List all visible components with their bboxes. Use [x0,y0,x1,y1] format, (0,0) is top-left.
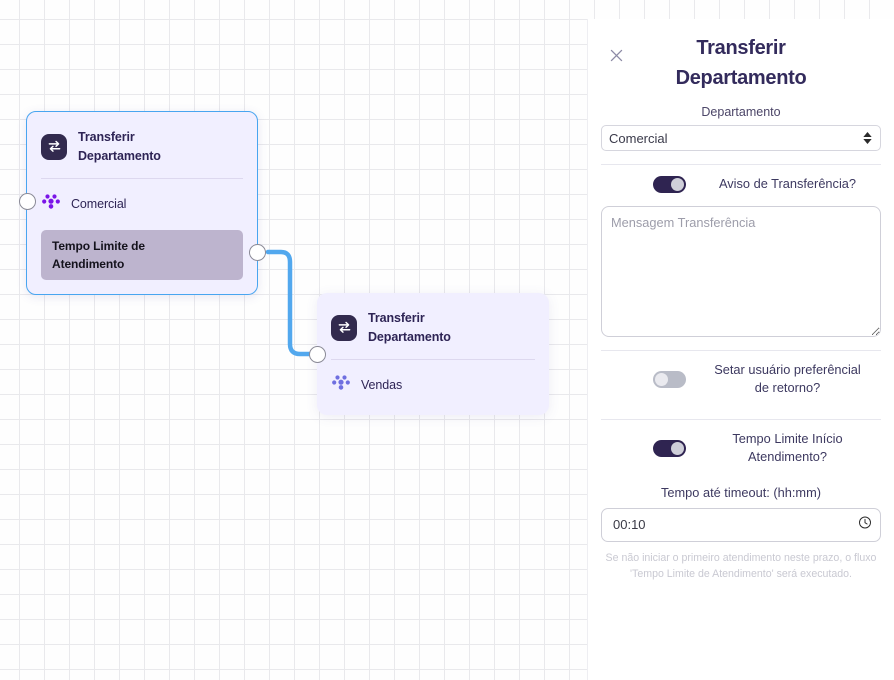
node-title-line2: Departamento [368,329,451,344]
panel-title-line2: Departamento [675,67,807,89]
node-department-label: Comercial [71,196,127,211]
department-select[interactable]: Comercial [601,125,881,151]
node-header: Transferir Departamento [27,112,257,178]
node-department-row: Comercial [27,179,257,228]
aviso-transferencia-label: Aviso de Transferência? [718,176,857,191]
department-select-wrap: Comercial [601,125,881,151]
node-department-row: Vendas [317,360,549,409]
mensagem-transferencia-textarea[interactable] [601,205,881,337]
setar-usuario-label-line2: de retorno? [754,380,821,396]
node-title-line1: Transferir [368,311,425,325]
timeout-input-wrap [601,507,881,542]
setar-usuario-toggle[interactable] [653,370,686,388]
divider-1 [601,164,881,165]
node-input-port[interactable] [18,193,36,210]
group-dots-icon [41,191,61,216]
tempo-limite-inicio-label: Tempo Limite Início Atendimento? [700,430,881,467]
node-chip-tempo-limite[interactable]: Tempo Limite de Atendimento [41,230,243,280]
setar-usuario-row: Setar usuário preferêncial de retorno? [601,351,881,406]
transfer-icon [41,133,67,160]
node-title: Transferir Departamento [368,309,451,346]
tempo-limite-inicio-row: Tempo Limite Início Atendimento? [601,420,881,475]
timeout-input[interactable] [601,507,881,542]
node-header: Transferir Departamento [317,293,549,359]
transfer-icon [331,314,357,341]
chip-line1: Tempo Limite de [52,239,145,253]
aviso-transferencia-toggle[interactable] [653,175,686,193]
node-transferir-departamento-vendas[interactable]: Transferir Departamento Vendas [308,293,549,415]
node-input-port[interactable] [308,346,326,363]
node-divider [331,359,535,360]
group-dots-icon [331,372,351,397]
divider-3 [601,418,881,420]
timeout-hint-line2: 'Tempo Limite de Atendimento' será execu… [630,568,852,581]
timeout-hint-line1: Se não iniciar o primeiro atendimento ne… [605,551,877,564]
node-divider [41,178,243,179]
timeout-hint: Se não iniciar o primeiro atendimento ne… [601,550,881,583]
setar-usuario-label-line1: Setar usuário preferêncial [714,361,861,377]
node-transferir-departamento-comercial[interactable]: Transferir Departamento Comercial Tempo … [18,111,266,295]
toggle-knob [655,372,668,386]
node-title-line2: Departamento [78,148,161,163]
divider-2 [601,349,881,351]
close-icon[interactable] [606,45,626,65]
timeout-field-label: Tempo até timeout: (hh:mm) [660,484,822,500]
node-output-port[interactable] [248,244,266,261]
panel-title-line1: Transferir [696,37,786,59]
node-title: Transferir Departamento [78,128,161,165]
toggle-knob [671,177,684,191]
department-field-label: Departamento [701,105,781,119]
setar-usuario-label: Setar usuário preferêncial de retorno? [700,361,881,398]
properties-panel: Transferir Departamento Departamento Com… [587,19,894,680]
node-title-line1: Transferir [78,130,135,144]
aviso-transferencia-row: Aviso de Transferência? [601,165,881,202]
panel-title: Transferir Departamento [634,33,848,93]
tempo-label-line2: Atendimento? [748,449,827,465]
tempo-limite-inicio-toggle[interactable] [653,439,686,457]
toggle-knob [671,441,684,455]
node-department-label: Vendas [361,377,403,392]
chip-line2: Atendimento [52,257,125,271]
tempo-label-line1: Tempo Limite Início [732,430,843,446]
